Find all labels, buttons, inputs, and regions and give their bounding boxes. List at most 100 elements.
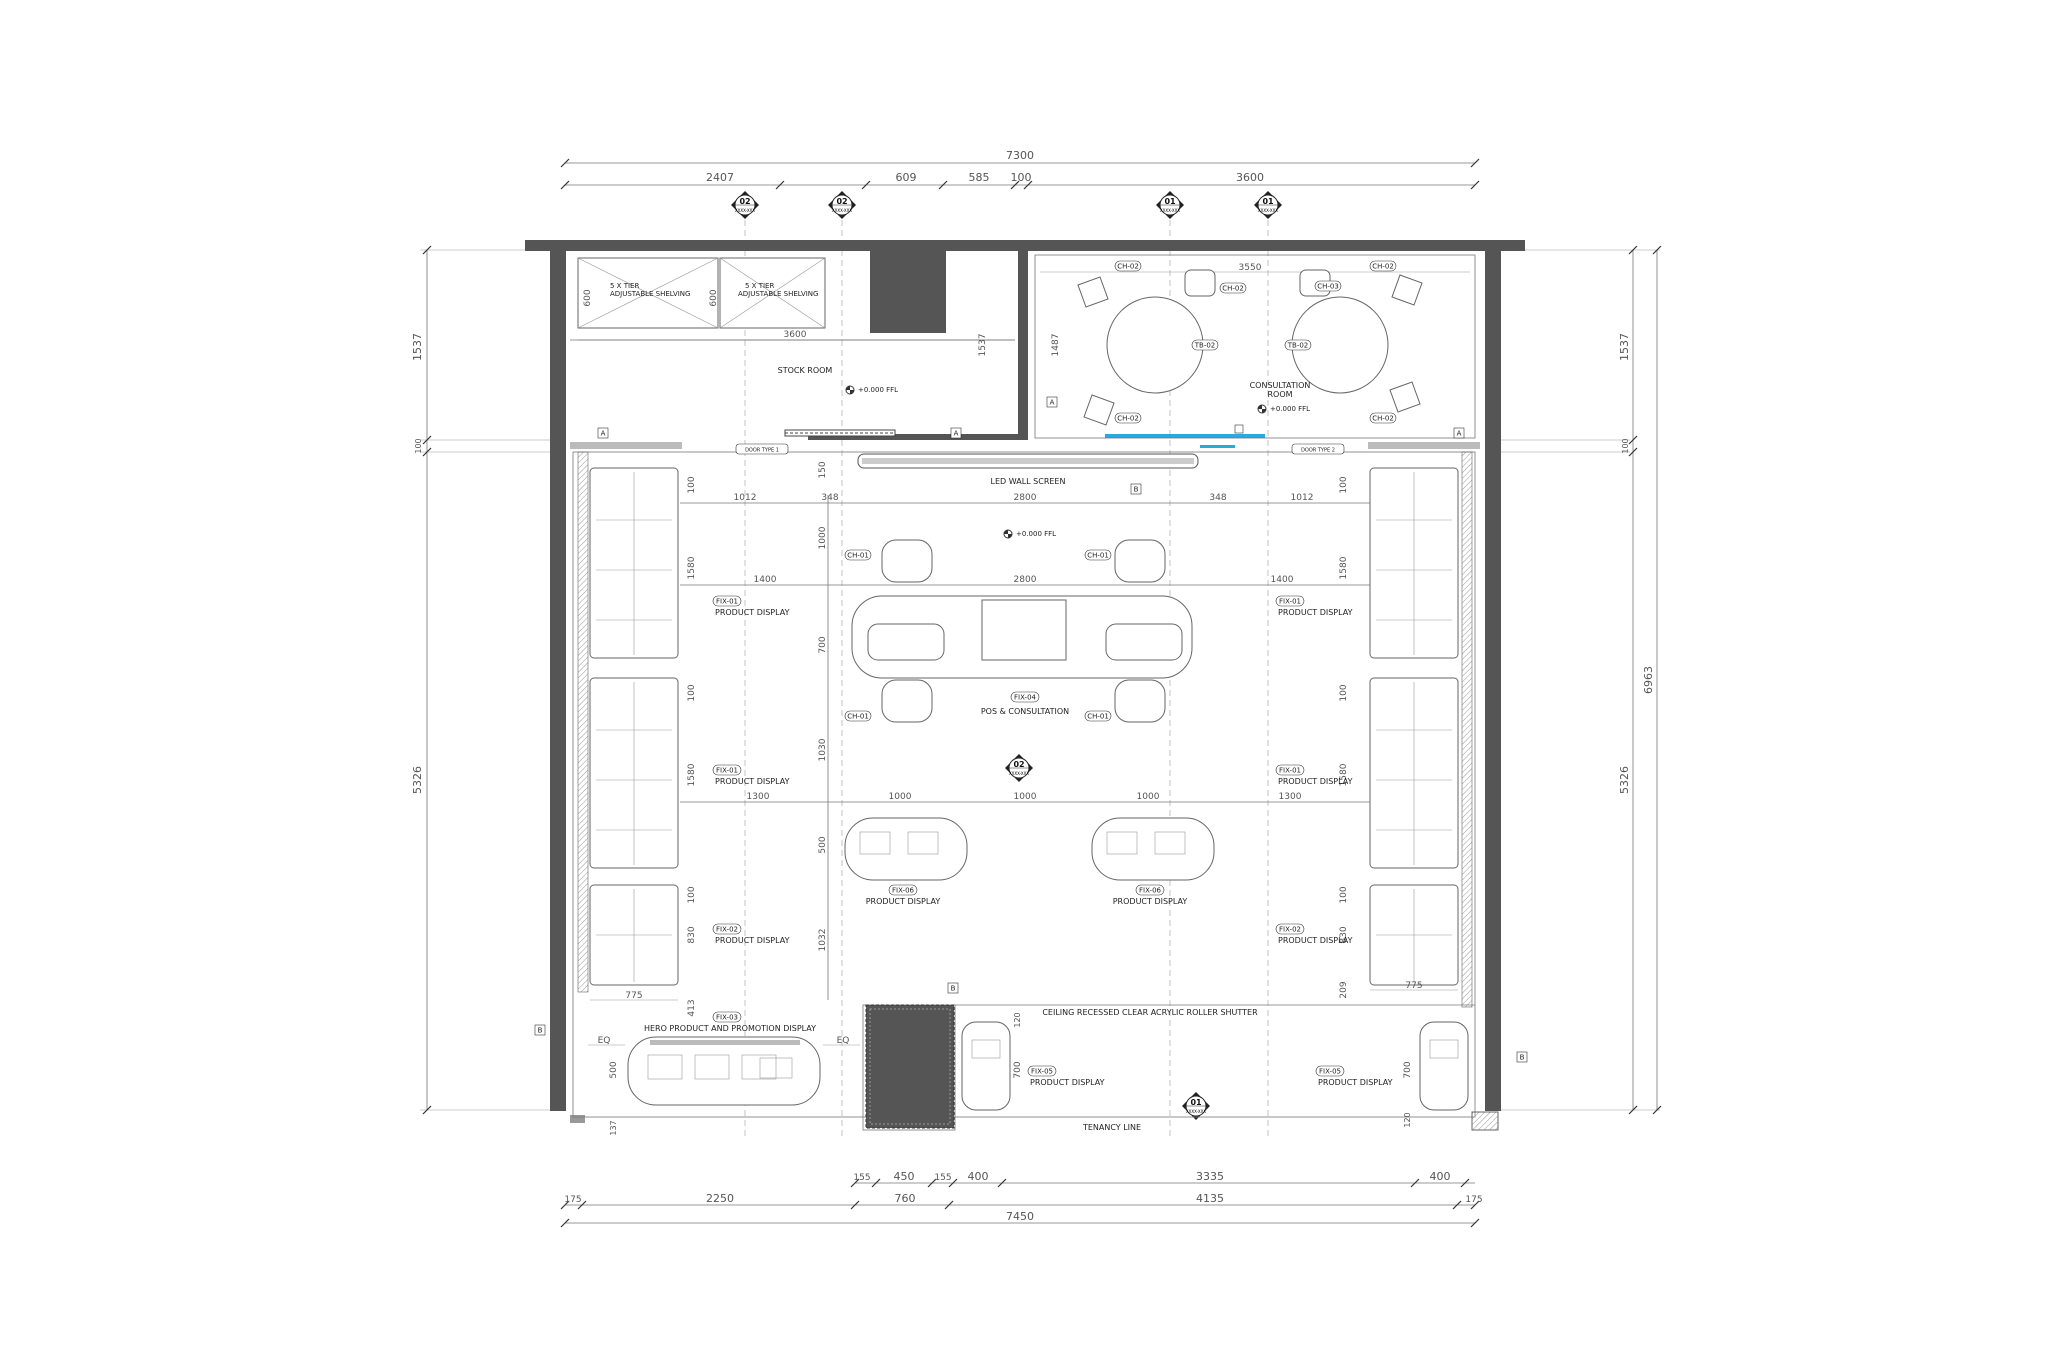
product-display-label: PRODUCT DISPLAY [1318,1078,1393,1087]
dim-left-5326: 5326 [411,766,424,794]
table-tag: TB-02 [1284,339,1312,351]
fixture-tag: FIX-01 [712,595,742,607]
section-marker-sub: XXXX-XXX [1258,208,1278,213]
dim-top-overall: 7300 [1006,149,1034,162]
dim-1400: 1400 [754,575,777,585]
shelving-label-line2: ADJUSTABLE SHELVING [738,290,818,298]
grid-tag-b: B [1520,1054,1525,1062]
fix-05-tag: FIX-05 [1319,1068,1341,1076]
right-shelving: 100 1580 100 1580 100 830 775 209 [1339,451,1473,1008]
fix-02-tag: FIX-02 [716,926,738,934]
section-marker-num: 01 [1190,1098,1202,1107]
shelving-label-line1: 5 X TIER [745,282,774,290]
chair-tag: CH-02 [1219,282,1247,294]
section-markers: 02 XXXX-XXX 02 XXXX-XXX 01 XXXX-XXX 01 X… [731,191,1282,1120]
section-marker-num: 02 [739,197,750,206]
dim-137: 137 [609,1120,618,1135]
dim-775: 775 [625,991,642,1001]
dim-right-100: 100 [1621,438,1630,453]
dim-120: 120 [1013,1012,1022,1027]
dim-830: 830 [687,926,697,943]
door-type-tag: DOOR TYPE 1 [735,443,789,455]
fixture-tag: FIX-02 [712,923,742,935]
product-display-label: PRODUCT DISPLAY [715,777,790,786]
chair-tag: CH-02 [1369,260,1397,272]
dim-100: 100 [687,476,697,493]
pos-label: POS & CONSULTATION [981,707,1069,716]
ch-01-tag: CH-01 [847,552,869,560]
ch-02-tag: CH-02 [1222,285,1244,293]
dim-right-5326: 5326 [1618,766,1631,794]
dim-bottom-7450: 7450 [1006,1210,1034,1223]
shelving-label-line2: ADJUSTABLE SHELVING [610,290,690,298]
section-marker: 01 XXXX-XXX [1156,191,1184,219]
tb-02-tag: TB-02 [1194,342,1216,350]
pos-consultation-table: CH-01 CH-01 CH-01 CH-01 FIX-04 POS & CON… [844,529,1193,723]
dim-1012: 1012 [734,493,757,503]
dim-209: 209 [1339,981,1349,998]
section-marker-num: 01 [1262,197,1274,206]
partition-wall [1018,251,1028,439]
section-marker-sub: XXXX-XXX [1009,771,1029,776]
dim-100: 100 [687,886,697,903]
ffl-icon [845,385,855,395]
section-marker-sub: XXXX-XXX [735,208,755,213]
left-shelving: 100 1580 100 1580 100 830 775 [577,451,697,1001]
fixture-labels: FIX-01 PRODUCT DISPLAY FIX-01 PRODUCT DI… [712,595,1353,945]
dim-right-1537: 1537 [1618,333,1631,361]
dim-700: 700 [1403,1061,1413,1078]
dim-830: 830 [1339,926,1349,943]
product-display-label: PRODUCT DISPLAY [715,936,790,945]
grid-tag-a: A [1457,430,1462,438]
dim-bottom-175: 175 [564,1195,581,1205]
dim-bottom-175: 175 [1465,1195,1482,1205]
ch-01-tag: CH-01 [847,713,869,721]
dim-1032-v: 1032 [818,929,828,952]
product-display-label: PRODUCT DISPLAY [1278,777,1353,786]
section-marker-sub: XXXX-XXX [1186,1109,1206,1114]
dim-500-v: 500 [818,836,828,853]
dim-600: 600 [583,289,593,306]
left-dimensions: 1537 100 5326 [411,245,432,1115]
chair-tag: CH-03 [1314,280,1342,292]
ch-02-tag: CH-02 [1372,415,1394,423]
ch-03-tag: CH-03 [1317,283,1339,291]
dim-left-100: 100 [414,438,423,453]
dim-bottom-4135: 4135 [1196,1192,1224,1205]
ch-02-tag: CH-02 [1117,263,1139,271]
hero-display-label: HERO PRODUCT AND PROMOTION DISPLAY [644,1024,816,1033]
fix-01-tag: FIX-01 [1279,767,1301,775]
dim-1580: 1580 [687,556,697,579]
dim-1400: 1400 [1271,575,1294,585]
fix-03-tag: FIX-03 [716,1014,738,1022]
dim-775: 775 [1405,981,1422,991]
grid-tag-b: B [951,985,956,993]
led-wall-screen: LED WALL SCREEN 150 [818,453,1199,486]
product-display-fix06: FIX-06 PRODUCT DISPLAY FIX-06 PRODUCT DI… [844,817,1215,906]
dim-2800: 2800 [1014,575,1037,585]
ffl-icon [1257,404,1267,414]
dim-1030-v: 1030 [818,738,828,761]
fixture-tag: FIX-04 [1010,691,1040,703]
consultation-room: 3550 1487 CH-02 CH-02 CH-03 CH-02 TB-02 … [1040,260,1470,434]
led-wall-label: LED WALL SCREEN [991,477,1066,486]
product-display-label: PRODUCT DISPLAY [1113,897,1188,906]
dim-top-2407: 2407 [706,171,734,184]
dim-bottom-155: 155 [934,1173,951,1183]
grid-tag-a: A [1050,399,1055,407]
dim-bottom-2250: 2250 [706,1192,734,1205]
product-display-label: PRODUCT DISPLAY [1278,936,1353,945]
dim-1300: 1300 [747,792,770,802]
tb-02-tag: TB-02 [1287,342,1309,350]
door-type-tag: DOOR TYPE 2 [1291,443,1345,455]
consultation-glazing [1105,434,1265,438]
fix-01-tag: FIX-01 [716,767,738,775]
dim-100: 100 [1339,684,1349,701]
interior-dimensions: 1012 348 2800 348 1012 1400 2800 1400 13… [680,493,1370,1000]
fix-06-tag: FIX-06 [892,887,915,895]
fixture-tag: FIX-05 [1315,1065,1345,1077]
dim-1000-v: 1000 [818,526,828,549]
dim-top-609: 609 [896,171,917,184]
fix-05-tag: FIX-05 [1031,1068,1053,1076]
product-display-label: PRODUCT DISPLAY [715,608,790,617]
